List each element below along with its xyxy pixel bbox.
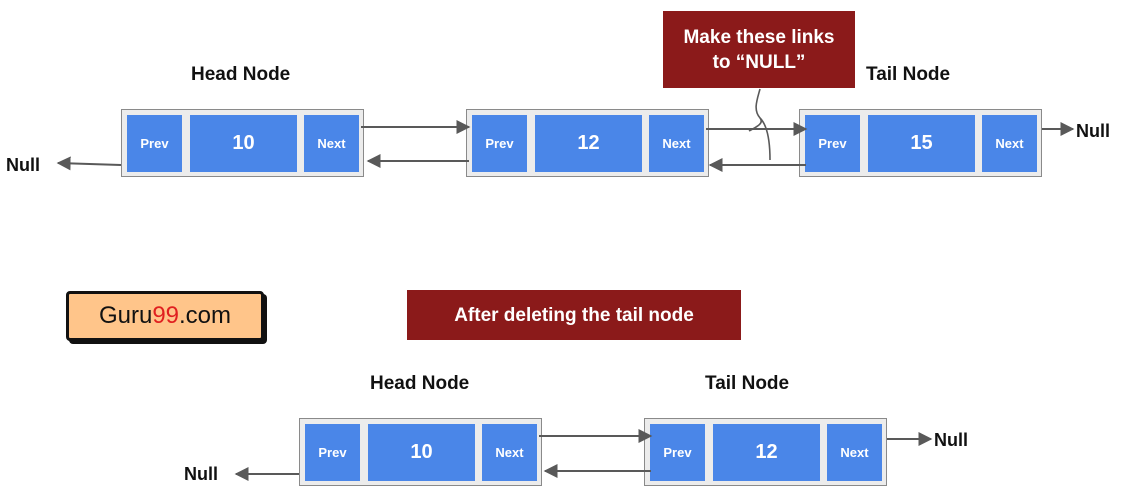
- list-node: Prev 10 Next: [299, 418, 542, 486]
- null-label-right: Null: [934, 430, 968, 450]
- list-node: Prev 12 Next: [644, 418, 887, 486]
- next-pointer-cell: Next: [649, 115, 704, 172]
- list-node: Prev 10 Next: [121, 109, 364, 177]
- head-node-label: Head Node: [191, 64, 291, 85]
- next-pointer-cell: Next: [827, 424, 882, 481]
- prev-pointer-cell: Prev: [472, 115, 527, 172]
- null-links-callout: Make these links to “NULL”: [663, 11, 855, 88]
- null-arrow: [56, 156, 122, 171]
- next-pointer-cell: Next: [482, 424, 537, 481]
- node-value-cell: 15: [868, 115, 975, 172]
- list-node: Prev 12 Next: [466, 109, 709, 177]
- prev-pointer-cell: Prev: [805, 115, 860, 172]
- logo-text-com: .com: [179, 302, 232, 329]
- head-node-label: Head Node: [370, 373, 470, 394]
- after-delete-title: After deleting the tail node: [407, 290, 741, 340]
- null-label-right: Null: [1076, 121, 1110, 141]
- logo-text-99: 99: [152, 302, 180, 329]
- prev-pointer-cell: Prev: [127, 115, 182, 172]
- tail-node-label: Tail Node: [705, 373, 790, 394]
- logo-text-guru: Guru: [98, 302, 153, 329]
- null-label-left: Null: [6, 155, 40, 175]
- node-value-cell: 12: [535, 115, 642, 172]
- callout-brace: [748, 88, 771, 161]
- node-value-cell: 12: [713, 424, 820, 481]
- prev-pointer-cell: Prev: [305, 424, 360, 481]
- node-value-cell: 10: [190, 115, 297, 172]
- tail-node-label: Tail Node: [866, 64, 951, 85]
- next-pointer-cell: Next: [304, 115, 359, 172]
- node-value-cell: 10: [368, 424, 475, 481]
- list-node: Prev 15 Next: [799, 109, 1042, 177]
- next-pointer-cell: Next: [982, 115, 1037, 172]
- prev-pointer-cell: Prev: [650, 424, 705, 481]
- null-label-left: Null: [184, 464, 218, 484]
